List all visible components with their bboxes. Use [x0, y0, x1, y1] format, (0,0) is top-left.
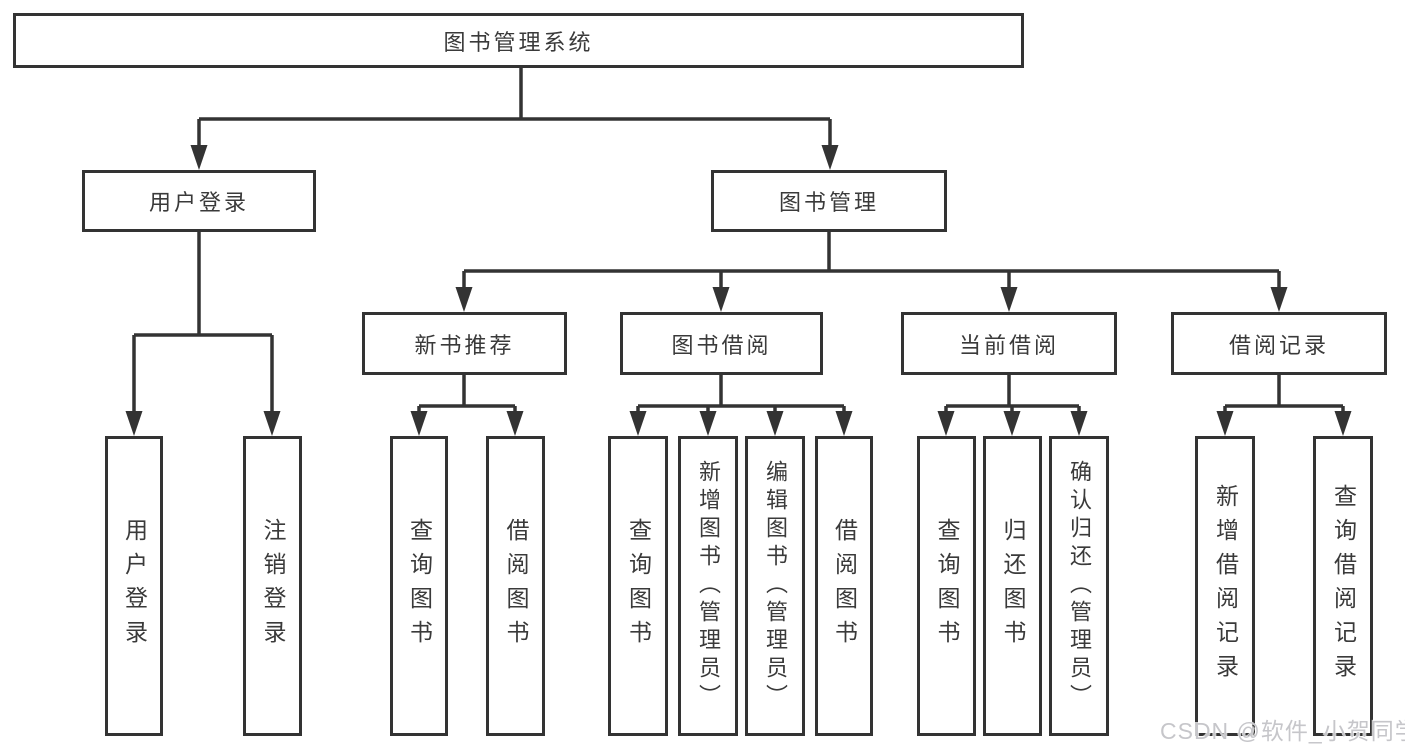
csdn-watermark: CSDN @软件_小贺同学 [1160, 718, 1405, 744]
leaf-logout: 注销登录 [243, 436, 302, 736]
connector-user-login-branch [125, 232, 281, 436]
line [944, 375, 1081, 416]
arrowhead [125, 411, 143, 436]
connector-current-borrow-branch [937, 375, 1088, 436]
arrowhead [699, 411, 717, 436]
line [197, 66, 832, 150]
arrowhead [629, 411, 647, 436]
connector-new-book-recommend-branch [410, 375, 524, 436]
leaf-query-books-recommend: 查询图书 [390, 436, 448, 736]
arrowhead [766, 411, 784, 436]
line [132, 232, 274, 416]
arrowhead [190, 145, 208, 170]
node-borrow-records: 借阅记录 [1171, 312, 1387, 375]
node-new-book-recommend: 新书推荐 [362, 312, 567, 375]
node-current-borrow: 当前借阅 [901, 312, 1117, 375]
leaf-query-borrow-record: 查询借阅记录 [1313, 436, 1373, 736]
arrowhead [455, 287, 473, 312]
arrowhead [821, 145, 839, 170]
leaf-confirm-return-admin: 确认归还（管理员） [1049, 436, 1109, 736]
connector-book-borrow-branch [629, 375, 853, 436]
node-book-borrow: 图书借阅 [620, 312, 823, 375]
leaf-query-books-current: 查询图书 [917, 436, 976, 736]
connector-book-management-branch [455, 232, 1288, 312]
arrowhead [1216, 411, 1234, 436]
arrowhead [1334, 411, 1352, 436]
connector-root-to-level2 [190, 66, 839, 170]
leaf-return-book: 归还图书 [983, 436, 1042, 736]
arrowhead [1070, 411, 1088, 436]
arrowhead [712, 287, 730, 312]
node-user-login-module: 用户登录 [82, 170, 316, 232]
line [417, 375, 517, 416]
arrowhead [263, 411, 281, 436]
line [1223, 375, 1345, 416]
node-library-system: 图书管理系统 [13, 13, 1024, 68]
leaf-edit-book-admin: 编辑图书（管理员） [745, 436, 805, 736]
arrowhead [1003, 411, 1021, 436]
leaf-borrow-books-recommend: 借阅图书 [486, 436, 545, 736]
leaf-add-borrow-record: 新增借阅记录 [1195, 436, 1255, 736]
node-book-management-module: 图书管理 [711, 170, 947, 232]
leaf-add-book-admin: 新增图书（管理员） [678, 436, 738, 736]
arrowhead [1270, 287, 1288, 312]
arrowhead [1000, 287, 1018, 312]
leaf-borrow-books: 借阅图书 [815, 436, 873, 736]
arrowhead [835, 411, 853, 436]
leaf-query-books-borrow: 查询图书 [608, 436, 668, 736]
connector-borrow-records-branch [1216, 375, 1352, 436]
line [462, 232, 1281, 292]
leaf-user-login: 用户登录 [105, 436, 163, 736]
arrowhead [410, 411, 428, 436]
arrowhead [506, 411, 524, 436]
arrowhead [937, 411, 955, 436]
line [636, 375, 846, 416]
